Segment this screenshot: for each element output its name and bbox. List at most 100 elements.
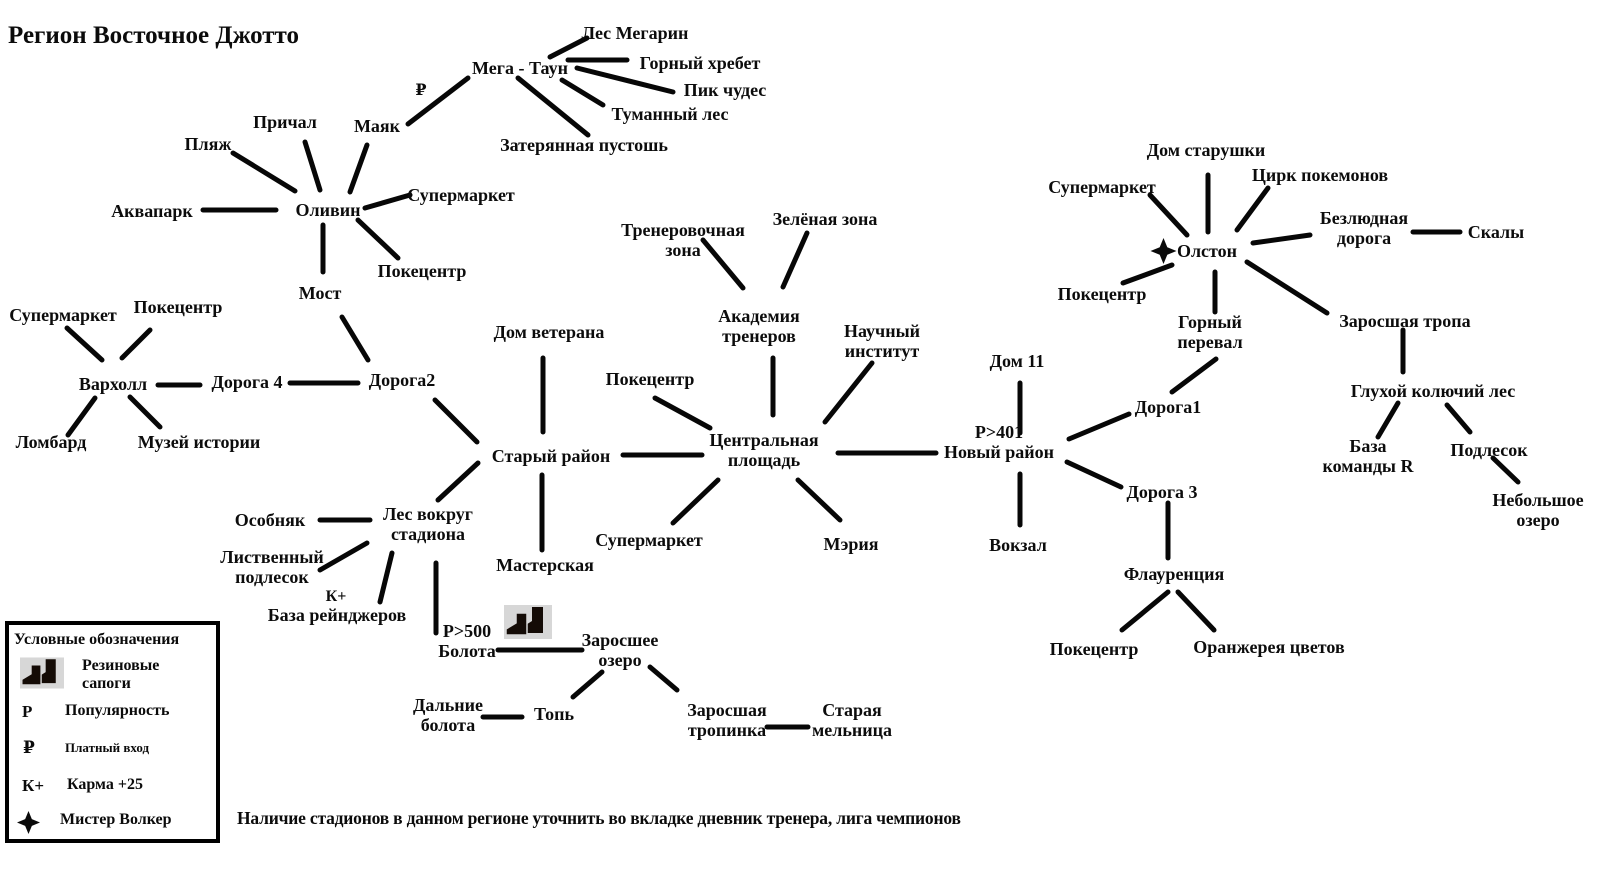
annotations-layer: ₽К+ — [326, 82, 427, 605]
node-label-varkholl: Вархолл — [79, 374, 147, 394]
edge-line — [377, 550, 395, 605]
node-label-doroga-4: Дорога 4 — [211, 372, 282, 392]
edge-line — [65, 395, 98, 438]
edge-line — [700, 237, 746, 291]
node-label-supermarket-olston: Супермаркет — [1048, 177, 1156, 197]
node-label-muzey-istorii: Музей истории — [138, 432, 261, 452]
legend-item-boots: Резиновые сапоги — [20, 657, 159, 694]
edge-line — [1119, 589, 1171, 633]
karma-symbol: К+ — [22, 776, 45, 795]
edge-line — [127, 394, 163, 430]
legend-item-label: Карма +25 — [67, 776, 143, 793]
node-label-zelyonaya-zona: Зелёная зона — [773, 209, 878, 229]
node-label-glukhoy-kolyuchiy-les: Глухой колючий лес — [1351, 381, 1515, 401]
edge-line — [670, 477, 721, 526]
edge-line — [1169, 356, 1219, 395]
node-label-pokecentr-flaurenciya: Покецентр — [1050, 639, 1139, 659]
edge-line — [515, 75, 591, 138]
node-label-mega-town: Мега - Таун — [472, 58, 568, 78]
node-label-gorny-khrebet: Горный хребет — [640, 53, 761, 73]
edge-line — [780, 230, 810, 290]
edge-line — [1175, 589, 1217, 633]
edge-line — [1120, 262, 1175, 286]
legend-item-label: Платный вход — [65, 740, 150, 755]
popularity-symbol: Р — [22, 702, 33, 721]
edge-line — [1250, 232, 1313, 246]
legend-item-label: Резиновые сапоги — [82, 657, 160, 692]
legend-title: Условные обозначения — [14, 631, 180, 648]
edge-line — [1244, 259, 1330, 316]
map-boots-icon — [504, 605, 552, 639]
node-label-meriya: Мэрия — [823, 534, 878, 554]
ruble-symbol: ₽ — [23, 738, 35, 757]
legend-box: Условные обозначения Резиновые сапоги Р … — [5, 621, 220, 843]
node-label-pokecentr-olivin: Покецентр — [378, 261, 467, 281]
edge-line — [302, 139, 323, 193]
edge-line — [822, 360, 875, 425]
edge-line — [652, 395, 713, 431]
legend-item-karma: К+ Карма +25 — [22, 776, 143, 796]
edge-line — [230, 150, 298, 194]
edge-line — [547, 35, 590, 60]
node-label-olston: Олстон — [1177, 241, 1237, 261]
node-label-dom-veterana: Дом ветерана — [494, 322, 605, 342]
legend-item-popularity: Р Популярность — [22, 702, 169, 722]
legend-item-label: Популярность — [65, 702, 170, 719]
edge-line — [1066, 411, 1132, 442]
node-label-vokzal: Вокзал — [989, 535, 1047, 555]
node-label-podlesok: Подлесок — [1450, 440, 1528, 460]
footnote: Наличие стадионов в данном регионе уточн… — [237, 808, 961, 828]
node-label-akvapark: Аквапарк — [111, 201, 193, 221]
edge-line — [317, 540, 370, 573]
node-label-stary-rayon: Старый район — [492, 446, 611, 466]
edge-line — [574, 65, 676, 95]
legend-item-paid-entry: ₽ Платный вход — [23, 738, 149, 758]
node-label-osobnyak: Особняк — [235, 510, 306, 530]
edge-line — [1444, 402, 1473, 435]
edge-line — [1147, 192, 1190, 238]
node-label-plyazh: Пляж — [185, 134, 233, 154]
edge-line — [795, 477, 843, 523]
node-label-lombard: Ломбард — [16, 432, 87, 452]
legend-item-mr-volker: Мистер Волкер — [17, 811, 172, 839]
node-label-supermarket-olivin: Супермаркет — [407, 185, 515, 205]
node-label-doroga1: Дорога1 — [1135, 397, 1202, 417]
node-label-dom-starushki: Дом старушки — [1147, 140, 1266, 160]
map-star-icon — [1150, 238, 1177, 264]
edge-annotation: ₽ — [415, 82, 426, 99]
edge-line — [64, 325, 105, 363]
edge-line — [432, 397, 480, 445]
node-label-supermarket-centr: Супермаркет — [595, 530, 703, 550]
node-label-mayak: Маяк — [354, 116, 401, 136]
node-label-tumanny-les: Туманный лес — [612, 104, 729, 124]
edges-layer — [64, 35, 1521, 730]
node-label-doroga-3: Дорога 3 — [1126, 482, 1197, 502]
node-label-zarosshaya-tropa: Заросшая тропа — [1339, 311, 1470, 331]
page-title: Регион Восточное Джотто — [8, 22, 299, 49]
edge-line — [347, 142, 370, 195]
legend-item-label: Мистер Волкер — [60, 811, 172, 828]
edge-line — [119, 327, 153, 361]
node-label-oranzhereya-cvetov: Оранжерея цветов — [1193, 637, 1345, 657]
edge-line — [1064, 459, 1124, 490]
edge-line — [362, 192, 413, 211]
node-label-pokecentr-olston: Покецентр — [1058, 284, 1147, 304]
four-point-star-icon — [17, 811, 57, 839]
node-label-top: Топь — [534, 704, 575, 724]
node-label-olivin: Оливин — [296, 200, 361, 220]
node-label-les-megarin: Лес Мегарин — [582, 23, 689, 43]
